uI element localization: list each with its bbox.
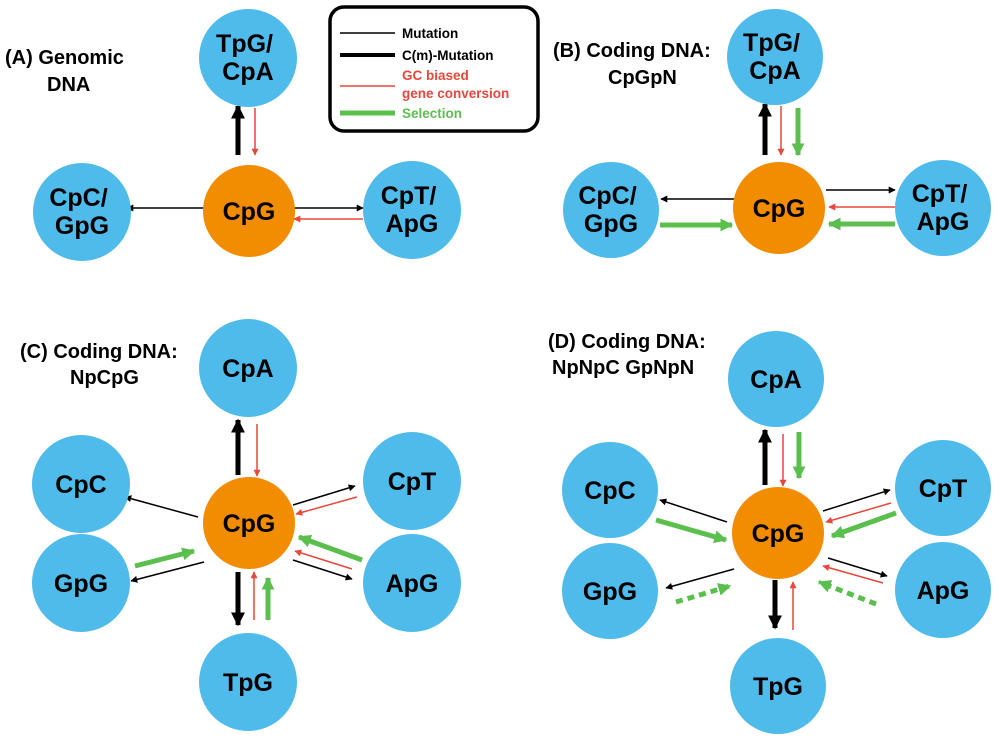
node-d-upper-right-label: CpT: [919, 475, 968, 503]
node-d-lower-left: [562, 543, 658, 639]
node-b-right: [895, 160, 991, 256]
panel-d-title-line2: NpNpC GpNpN: [552, 357, 694, 379]
node-d-bottom-label: TpG: [753, 673, 803, 701]
node-c-upper-left: [32, 435, 130, 533]
panel-c-title-line1: (C) Coding DNA:: [20, 341, 178, 363]
node-b-right-label: CpT/ ApG: [912, 180, 975, 236]
panel-b-title-line1: (B) Coding DNA:: [553, 40, 711, 62]
node-b-center: [733, 162, 825, 254]
selection-arrow-c-lower-left: [134, 547, 196, 569]
node-c-lower-left-label: GpG: [54, 570, 108, 598]
panel-d-title-line1: (D) Coding DNA:: [548, 331, 706, 353]
node-d-center: [732, 487, 824, 579]
node-d-lower-right: [895, 542, 991, 638]
selection-arrow-d-lower-right-dashed: [817, 579, 877, 607]
panel-a-title-line1: (A) Genomic: [5, 47, 124, 69]
node-c-bottom: [199, 633, 297, 731]
legend: Mutation C(m)-Mutation GC biased gene co…: [328, 5, 540, 133]
node-a-right-label: CpT/ ApG: [381, 182, 444, 238]
node-b-top: [727, 9, 823, 105]
panel-b-title: (B) Coding DNA: CpGpN: [553, 40, 716, 89]
selection-arrow-c-lower-right: [297, 534, 363, 563]
node-d-upper-right: [895, 440, 991, 536]
node-d-bottom: [730, 638, 826, 734]
panel-d-title: (D) Coding DNA: NpNpC GpNpN: [548, 331, 711, 379]
node-c-lower-right: [363, 534, 461, 632]
gbgc-arrow-d-upper-right: [825, 502, 892, 524]
node-b-left-label: CpC/ GpG: [578, 182, 643, 238]
gbgc-arrow-c-lower-right: [294, 549, 353, 570]
mutation-arrow-d-upper-right: [822, 488, 891, 512]
node-d-center-label: CpG: [752, 520, 805, 548]
node-a-left-label: CpC/ GpG: [49, 184, 114, 240]
node-a-top-label: TpG/ CpA: [216, 30, 280, 86]
node-c-center: [203, 477, 295, 569]
legend-gbgc-label-line1: GC biased: [402, 68, 469, 83]
node-c-upper-right-label: CpT: [388, 468, 437, 496]
node-c-lower-right-label: ApG: [386, 570, 439, 598]
node-c-upper-left-label: CpC: [55, 471, 106, 499]
panel-b-title-line2: CpGpN: [608, 67, 677, 89]
legend-cm-mutation-label: C(m)-Mutation: [402, 48, 493, 63]
panel-a: (A) Genomic DNA TpG/ CpA CpC/ GpG CpT/ A…: [5, 9, 461, 261]
mutation-arrow-d-lower-right: [827, 557, 888, 578]
node-c-top: [199, 319, 297, 417]
gbgc-arrow-d-lower-right: [822, 564, 884, 584]
panel-d: (D) Coding DNA: NpNpC GpNpN CpA CpC GpG …: [548, 331, 991, 734]
node-d-upper-left: [562, 442, 658, 538]
node-d-lower-right-label: ApG: [917, 577, 970, 605]
node-a-center: [203, 165, 295, 257]
legend-mutation-label: Mutation: [402, 26, 458, 41]
node-d-top: [728, 331, 824, 427]
panel-a-title-line2: DNA: [47, 74, 90, 96]
mutation-arrow-d-upper-left: [659, 498, 728, 523]
node-c-bottom-label: TpG: [223, 669, 273, 697]
mutation-arrow-c-lower-left: [130, 561, 205, 583]
selection-arrow-d-lower-left-dashed: [675, 583, 732, 605]
panel-c-title-line2: NpCpG: [70, 367, 139, 389]
node-a-top: [199, 9, 297, 107]
mutation-arrow-c-upper-left: [124, 495, 199, 518]
legend-selection-label: Selection: [402, 106, 462, 121]
panel-c-title: (C) Coding DNA: NpCpG: [20, 341, 183, 389]
node-b-center-label: CpG: [753, 195, 806, 223]
panel-b: (B) Coding DNA: CpGpN TpG/ CpA CpC/ GpG …: [553, 9, 991, 258]
node-b-top-label: TpG/ CpA: [743, 29, 807, 85]
mutation-arrow-c-upper-right: [292, 484, 356, 506]
gbgc-arrow-c-upper-right: [295, 496, 358, 516]
node-a-center-label: CpG: [223, 198, 276, 226]
legend-box: [328, 5, 540, 133]
mutation-arrow-d-lower-left: [665, 568, 735, 590]
panel-a-title: (A) Genomic DNA: [5, 47, 129, 96]
node-a-left: [33, 163, 131, 261]
node-a-right: [363, 161, 461, 259]
mutation-arrow-c-lower-right: [292, 559, 353, 581]
legend-gbgc-label-line2: gene conversion: [402, 86, 509, 101]
selection-arrow-d-upper-left: [655, 517, 728, 544]
panel-c: (C) Coding DNA: NpCpG CpA CpC GpG CpT Ap…: [20, 319, 461, 731]
node-c-top-label: CpA: [222, 355, 273, 383]
node-d-upper-left-label: CpC: [584, 477, 635, 505]
selection-arrow-d-upper-right: [830, 510, 897, 539]
node-c-upper-right: [363, 432, 461, 530]
node-b-left: [563, 162, 659, 258]
node-c-lower-left: [32, 534, 130, 632]
node-c-center-label: CpG: [223, 510, 276, 538]
node-d-lower-left-label: GpG: [583, 578, 637, 606]
node-d-top-label: CpA: [750, 366, 801, 394]
